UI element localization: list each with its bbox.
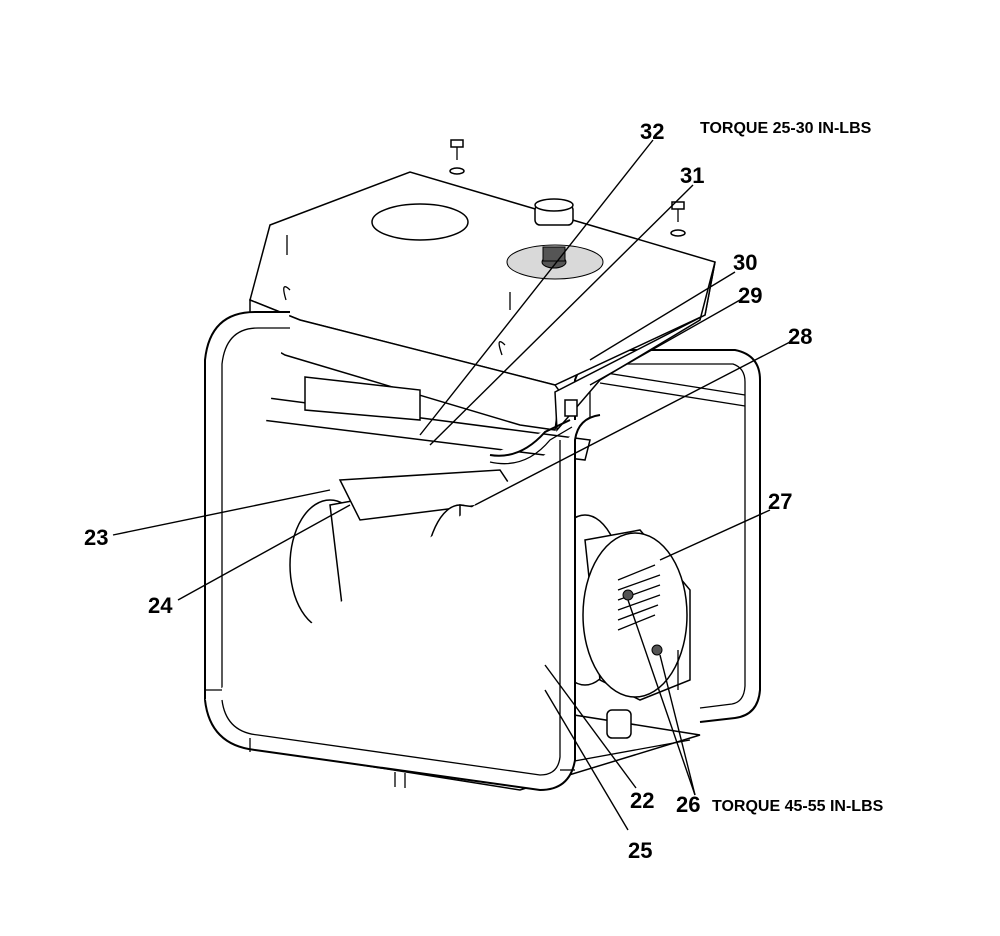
callout-28: 28 xyxy=(788,324,812,349)
end-cover-vents xyxy=(617,564,661,631)
leader-lines xyxy=(112,139,791,831)
callout-25: 25 xyxy=(628,838,652,863)
callout-24: 24 xyxy=(148,593,173,618)
callout-22: 22 xyxy=(630,788,654,813)
callout-31: 31 xyxy=(680,163,704,188)
callout-32: 32 xyxy=(640,119,664,144)
front-frame xyxy=(204,311,601,792)
callout-29: 29 xyxy=(738,283,762,308)
leader-31 xyxy=(429,184,694,446)
leader-26b xyxy=(659,654,696,796)
callout-30: 30 xyxy=(733,250,757,275)
leader-24 xyxy=(177,504,351,601)
leader-23 xyxy=(112,489,331,536)
fuel-cap xyxy=(534,198,574,269)
torque-note-top: TORQUE 25-30 IN-LBS xyxy=(700,120,872,137)
leader-28 xyxy=(474,341,791,506)
end-cover xyxy=(582,529,691,701)
leader-27 xyxy=(659,509,771,561)
callout-27: 27 xyxy=(768,489,792,514)
leader-25 xyxy=(544,689,629,831)
callout-26: 26 xyxy=(676,792,700,817)
tank-bolts xyxy=(286,139,686,310)
leader-32 xyxy=(419,139,654,436)
leader-22 xyxy=(544,664,637,789)
leader-26a xyxy=(627,599,696,796)
leader-29 xyxy=(589,299,741,386)
callout-labels: 32 31 30 29 28 27 23 24 22 26 25 xyxy=(84,119,812,863)
callout-23: 23 xyxy=(84,525,108,550)
leader-30 xyxy=(589,271,736,361)
torque-note-bottom: TORQUE 45-55 IN-LBS xyxy=(712,798,884,815)
fuel-line xyxy=(489,399,578,465)
